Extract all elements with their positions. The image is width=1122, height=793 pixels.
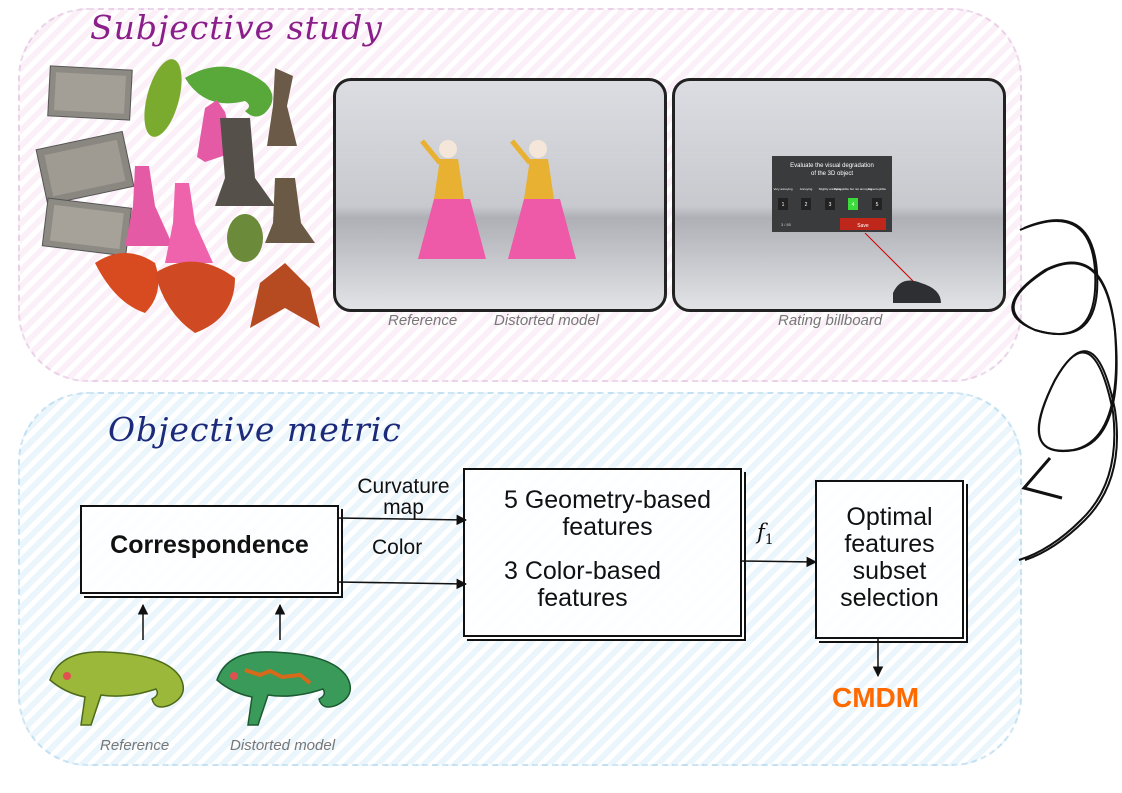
scale-label-2: Annoying xyxy=(800,187,813,191)
rating-button-3-label: 3 xyxy=(829,202,832,208)
rating-button-1-label: 1 xyxy=(782,202,785,208)
arrow-features-to-selection xyxy=(739,556,818,568)
objective-metric-title: Objective metric xyxy=(108,410,402,449)
chameleon-reference-model xyxy=(49,651,185,726)
scale-label-4: Perceptible but not annoying xyxy=(834,187,872,191)
billboard-title-line1: Evaluate the visual degradation xyxy=(790,163,874,169)
rating-button-3[interactable] xyxy=(825,198,835,210)
curly-loop-arrowhead xyxy=(1021,457,1063,500)
f1-symbol: f xyxy=(757,520,765,544)
cmdm-output: CMDM xyxy=(832,682,920,713)
curly-loop-arrow xyxy=(1011,219,1118,561)
warrior-statue-model-1 xyxy=(267,68,297,146)
dancer-distorted-model xyxy=(508,139,576,259)
caption-chameleon-distorted: Distorted model xyxy=(230,737,336,754)
feature-selection-label: Optimal features subset selection xyxy=(840,503,939,612)
warrior-statue-model-3 xyxy=(265,178,315,243)
dancer-model-2 xyxy=(125,166,173,246)
rating-button-2-label: 2 xyxy=(805,202,808,208)
scale-label-3: Slightly annoying xyxy=(819,187,842,191)
rating-button-4-label: 4 xyxy=(852,202,855,208)
caption-distorted-model: Distorted model xyxy=(494,312,600,329)
warrior-statue-model-2 xyxy=(215,118,275,206)
betta-fish-model-2 xyxy=(155,261,235,333)
scale-label-1: Very annoying xyxy=(773,187,792,191)
features-box: 5 Geometry-based features 3 Color-based … xyxy=(463,468,742,637)
billboard-save-label: Save xyxy=(857,223,869,229)
correspondence-box: Correspondence xyxy=(80,505,339,594)
chameleon-inputs xyxy=(49,651,352,726)
correspondence-label: Correspondence xyxy=(110,531,309,559)
scale-label-5: Imperceptible xyxy=(868,187,886,191)
rating-button-2[interactable] xyxy=(801,198,811,210)
arrow-color-to-features xyxy=(337,578,468,590)
billboard-save-button[interactable] xyxy=(840,218,886,230)
rating-button-5[interactable] xyxy=(872,198,882,210)
rating-scene-drawing: Evaluate the visual degradation of the 3… xyxy=(772,156,941,303)
vr-controller-icon xyxy=(893,280,941,303)
edge-label-curvature-map: Curvature map xyxy=(357,475,450,519)
caption-reference: Reference xyxy=(388,312,458,329)
color-features-label: 3 Color-based features xyxy=(503,557,662,612)
rating-button-4-selected[interactable] xyxy=(848,198,858,210)
vr-scene-reference-distorted xyxy=(333,78,667,312)
relief-slab-model-1 xyxy=(47,65,133,121)
betta-fish-model-3 xyxy=(250,263,320,328)
arrow-curvature-to-features xyxy=(337,514,468,526)
billboard-counter: 3 / 80 xyxy=(781,222,792,227)
f1-subscript: 1 xyxy=(764,532,774,549)
subjective-study-title: Subjective study xyxy=(90,8,383,47)
dancer-model-3 xyxy=(165,183,213,263)
betta-fish-model-1 xyxy=(95,253,159,313)
relief-slab-model-3 xyxy=(41,197,133,257)
chameleon-model-2 xyxy=(185,66,273,117)
frog-model xyxy=(227,214,263,262)
relief-slab-model-2 xyxy=(35,130,135,206)
edge-label-f1: f1 xyxy=(757,520,774,549)
billboard-title-line2: of the 3D object xyxy=(811,171,853,177)
vr-scene-rating: Evaluate the visual degradation of the 3… xyxy=(672,78,1006,312)
vr-pointer-ray xyxy=(864,232,914,282)
feature-selection-box: Optimal features subset selection xyxy=(815,480,964,639)
caption-chameleon-reference: Reference xyxy=(100,737,170,754)
edge-label-color: Color xyxy=(372,536,423,559)
rating-button-1[interactable] xyxy=(778,198,788,210)
caption-rating-billboard: Rating billboard xyxy=(778,312,883,329)
dancer-reference-model xyxy=(418,139,486,259)
rating-button-5-label: 5 xyxy=(876,202,879,208)
chameleon-distorted-model xyxy=(216,651,352,726)
model-collage xyxy=(35,59,320,333)
chameleon-model-1 xyxy=(144,59,182,137)
geometry-features-label: 5 Geometry-based features xyxy=(503,486,712,541)
vr-scene-drawing xyxy=(418,139,576,259)
